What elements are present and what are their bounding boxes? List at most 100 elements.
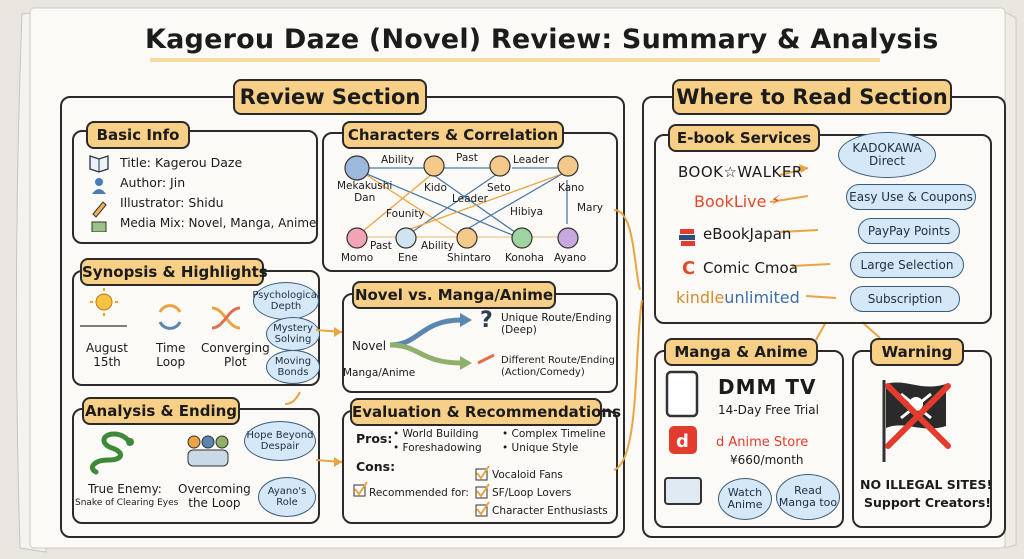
rec-sf: SF/Loop Lovers [492, 487, 572, 499]
rel-founity: Founity [386, 208, 425, 220]
synopsis-converging: Converging Plot [201, 341, 270, 369]
cmoa-logo[interactable]: Comic Cmoa [703, 259, 798, 277]
pros-world: • World Building [393, 428, 479, 440]
booklive-icon: ⚡ [771, 193, 781, 209]
route-novel: Unique Route/Ending (Deep) [501, 312, 612, 337]
danime-logo[interactable]: d Anime Store [716, 435, 809, 450]
momo-avatar [346, 227, 368, 249]
ebook-heading: E-book Services [668, 124, 820, 152]
ebook-bubble-selection: Large Selection [850, 252, 964, 278]
question-icon: ? [480, 308, 493, 333]
novel-vs-heading: Novel vs. Manga/Anime [352, 281, 556, 309]
konoha-avatar [511, 227, 533, 249]
basic-info-illustrator: Illustrator: Shidu [120, 195, 224, 210]
tablet-icon [665, 370, 699, 418]
warning-line1: NO ILLEGAL SITES! [860, 477, 993, 492]
person-icon [92, 178, 106, 194]
char-kido: Kido [424, 182, 447, 194]
kindle-logo[interactable]: kindleunlimited [676, 288, 800, 307]
pros-style: • Unique Style [502, 442, 579, 454]
rel-ability-1: Ability [381, 154, 414, 166]
watch-anime-bubble: Watch Anime [718, 478, 772, 520]
service-icons: d [664, 370, 702, 505]
review-section-heading: Review Section [233, 79, 427, 115]
synopsis-icons [80, 288, 241, 330]
read-manga-bubble: Read Manga too [776, 474, 840, 520]
svg-text:d: d [676, 431, 689, 452]
basic-info-author: Author: Jin [120, 175, 186, 190]
pros-label: Pros: [356, 431, 393, 446]
ayano-avatar [557, 227, 579, 249]
analysis-bubble-ayano: Ayano's Role [258, 477, 316, 517]
char-kano: Kano [558, 182, 585, 194]
basic-info-panel [72, 130, 318, 244]
character-correlation-graph [344, 155, 579, 249]
where-section-heading: Where to Read Section [672, 79, 952, 115]
branch-diagram: ? [389, 308, 495, 370]
pencil-icon [92, 201, 107, 218]
ebook-bubble-paypay: PayPay Points [858, 218, 960, 244]
char-konoha: Konoha [505, 252, 544, 264]
danime-price: ¥660/month [730, 453, 804, 467]
rec-character: Character Enthusiasts [492, 505, 608, 517]
rel-ability-2: Ability [421, 240, 454, 252]
pros-timeline: • Complex Timeline [502, 428, 606, 440]
ebook-panel [654, 134, 992, 324]
bookwalker-logo[interactable]: BOOK☆WALKER [678, 163, 803, 181]
rel-leader-1: Leader [513, 154, 550, 166]
ebookjapan-icon [679, 229, 695, 246]
synopsis-bubble-bonds: Moving Bonds [266, 350, 320, 384]
recommended-label: Recommended for: [369, 487, 469, 499]
novel-label: Novel [352, 339, 387, 353]
basic-info-title: Title: Kagerou Daze [120, 155, 243, 170]
book-icon [89, 155, 109, 173]
manga-anime-heading: Manga & Anime [664, 338, 818, 366]
basic-info-heading: Basic Info [86, 121, 190, 149]
rel-past-1: Past [456, 152, 478, 164]
media-icon [91, 221, 107, 232]
char-mekakushi: Mekakushi Dan [337, 180, 393, 205]
rel-hibiya: Hibiya [510, 206, 544, 218]
warning-heading: Warning [870, 338, 964, 366]
checkbox-icons [353, 481, 368, 497]
rel-mary: Mary [577, 202, 604, 214]
danime-icon [669, 426, 697, 454]
cons-label: Cons: [356, 459, 396, 474]
people-icon [187, 435, 229, 467]
char-seto: Seto [487, 182, 511, 194]
analysis-icons [90, 431, 229, 475]
synopsis-time-loop: Time Loop [156, 341, 186, 369]
ebook-bubble-kadokawa: KADOKAWA Direct [838, 132, 936, 178]
char-shintaro: Shintaro [447, 252, 491, 264]
dmm-tv-logo[interactable]: DMM TV [718, 375, 817, 399]
char-ayano: Ayano [554, 252, 587, 264]
analysis-snake: Snake of Clearing Eyes [75, 498, 179, 508]
converging-arrows-icon [211, 306, 241, 330]
slash-icon [477, 353, 495, 365]
rec-vocaloid: Vocaloid Fans [492, 469, 563, 481]
analysis-true-enemy: True Enemy: [88, 482, 162, 496]
characters-heading: Characters & Correlation [342, 121, 564, 149]
kido-avatar [423, 155, 445, 177]
evaluation-heading: Evaluation & Recommendations [350, 398, 621, 426]
pirate-flag-icon [882, 380, 951, 462]
rel-past-2: Past [370, 240, 392, 252]
sun-icon [90, 288, 118, 316]
mekakushi-avatar [344, 155, 370, 181]
ebook-bubble-coupons: Easy Use & Coupons [846, 184, 976, 210]
page-title: Kagerou Daze (Novel) Review: Summary & A… [145, 24, 939, 55]
synopsis-heading: Synopsis & Highlights [80, 258, 268, 286]
cmoa-icon: C [682, 258, 696, 279]
booklive-logo[interactable]: BookLive [694, 192, 767, 211]
rec-checkboxes [475, 466, 490, 517]
seto-avatar [489, 155, 511, 177]
shintaro-avatar [456, 227, 478, 249]
ebookjapan-logo[interactable]: eBookJapan [703, 225, 792, 243]
char-momo: Momo [341, 252, 374, 264]
snake-head [126, 438, 134, 446]
snake-icon [90, 431, 133, 475]
manga-anime-label: Manga/Anime [343, 367, 416, 379]
synopsis-bubble-depth: Psychological Depth [252, 282, 320, 320]
warning-line2: Support Creators! [864, 495, 991, 510]
